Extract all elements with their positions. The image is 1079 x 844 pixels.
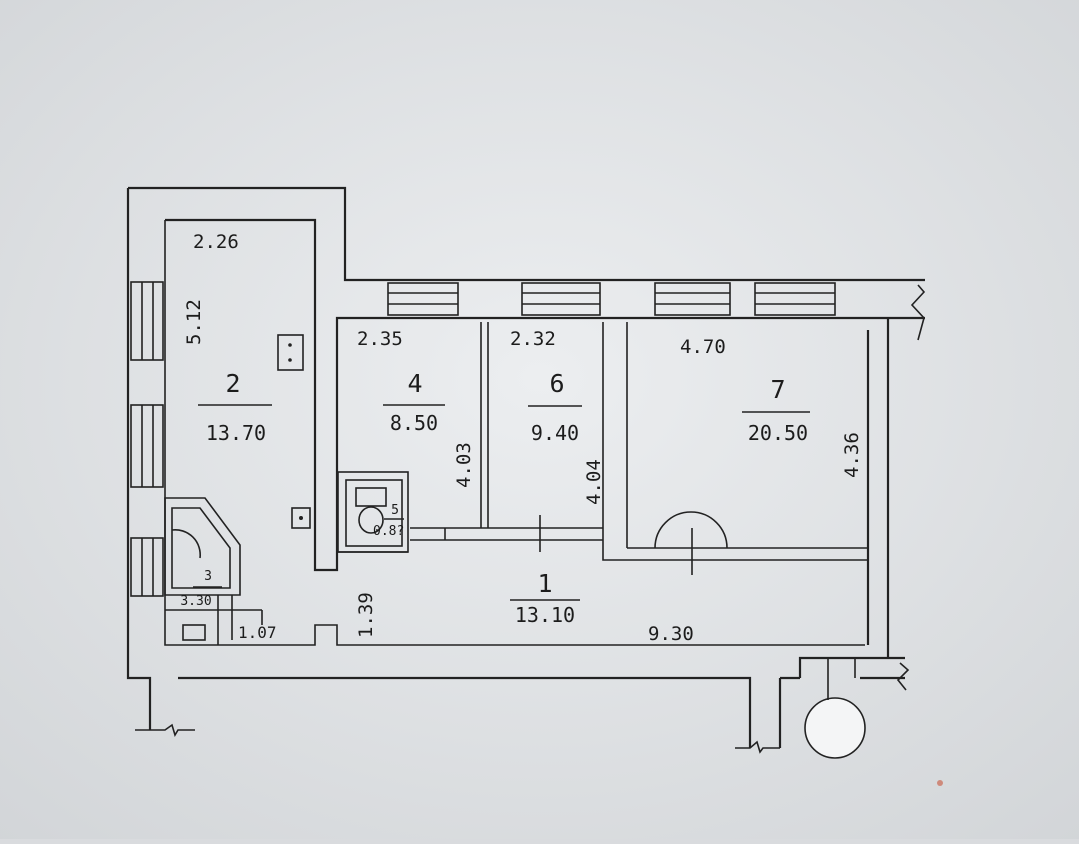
room-3-area: 3.30 (180, 594, 211, 609)
bathtub-basin-icon (171, 529, 201, 559)
room-labels: 2 13.70 4 8.50 6 9.40 7 20.50 1 13.10 3 … (180, 369, 810, 627)
room-4-number: 4 (407, 369, 422, 398)
dim-room4-length: 4.03 (453, 442, 475, 488)
pipe-circle-icon (804, 697, 866, 759)
dimension-labels: 2.26 5.12 2.35 4.03 2.32 4.04 4.70 4.36 … (183, 231, 863, 645)
dim-room4-width: 2.35 (357, 328, 403, 350)
heater-icon (654, 511, 728, 549)
room-5-area: 0.8? (373, 524, 404, 539)
room-4-area: 8.50 (390, 411, 438, 435)
dim-room6-length: 4.04 (583, 459, 605, 505)
toilet-bowl-icon (358, 506, 384, 534)
dim-room7-length: 4.36 (841, 432, 863, 478)
stove-burner-icon (288, 343, 292, 347)
dim-room2-width: 2.26 (193, 231, 239, 253)
dim-room6-width: 2.32 (510, 328, 556, 350)
dim-room7-width: 4.70 (680, 336, 726, 358)
dim-corridor-length: 9.30 (648, 623, 694, 645)
room-2-area: 13.70 (206, 421, 266, 445)
room-6-number: 6 (549, 369, 564, 398)
stove-burner-icon (288, 358, 292, 362)
dim-room2-length: 5.12 (183, 299, 205, 345)
sink-icon (291, 507, 311, 529)
partitions (165, 322, 868, 645)
stove-icon (277, 334, 304, 371)
room-7-area: 20.50 (748, 421, 808, 445)
room-7-number: 7 (770, 375, 785, 404)
fixtures (164, 334, 866, 759)
dim-bath-width: 1.07 (238, 623, 277, 642)
windows (130, 281, 836, 597)
room-3-number: 3 (204, 569, 212, 584)
room-5-number: 5 (391, 503, 399, 518)
bathtub-icon (164, 497, 241, 596)
room-2-number: 2 (225, 369, 240, 398)
toilet-icon (355, 487, 387, 507)
room-1-number: 1 (537, 569, 552, 598)
dim-corridor-width: 1.39 (355, 592, 377, 638)
room-6-area: 9.40 (531, 421, 579, 445)
bath-sink-icon (182, 624, 206, 641)
room-1-area: 13.10 (515, 603, 575, 627)
